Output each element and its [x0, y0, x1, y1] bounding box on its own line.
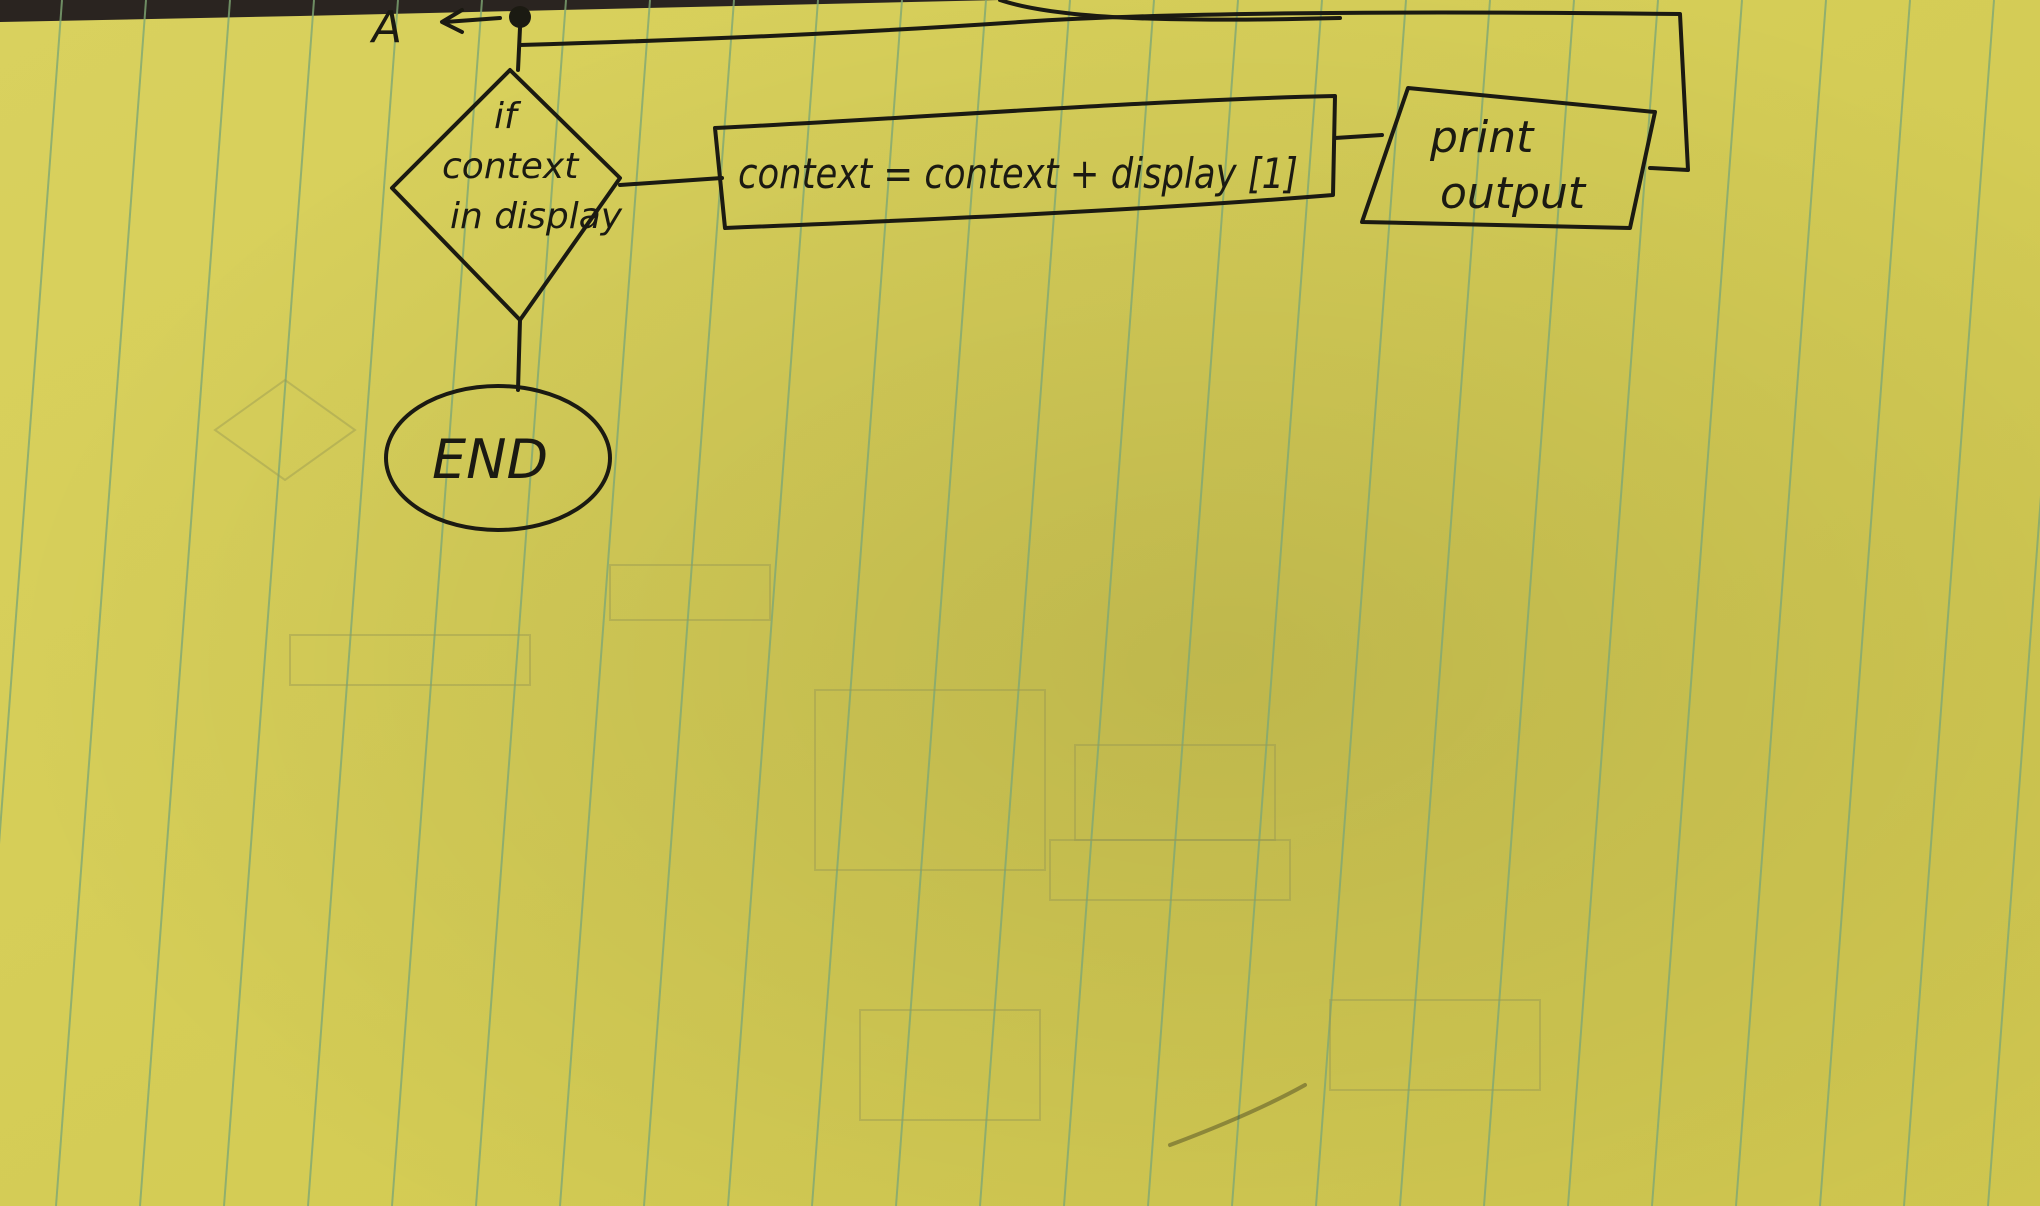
ruled-line	[0, 0, 63, 845]
ruled-line	[1399, 0, 1491, 1206]
bleed-through-sketches	[213, 378, 1541, 1121]
ruled-line	[55, 0, 147, 1206]
io-line-1: print	[1429, 112, 1535, 163]
end-label: END	[432, 428, 548, 491]
ruled-line	[1147, 0, 1239, 1206]
ruled-line	[1987, 495, 2040, 1206]
ruled-line	[307, 0, 399, 1206]
arrow-head-icon	[440, 8, 464, 34]
connector-a: A	[369, 2, 531, 72]
io-line-2: output	[1440, 168, 1587, 219]
decision-line-2: context	[442, 146, 580, 187]
ruled-line	[1735, 0, 1827, 1206]
ruled-line	[223, 0, 315, 1206]
edge-decision-to-process	[618, 176, 724, 187]
decision-line-3: in display	[450, 196, 623, 237]
loop-connector-line	[518, 0, 1690, 172]
ruled-line	[139, 0, 231, 1206]
edge-process-to-io	[1333, 133, 1384, 140]
ruled-line	[1315, 0, 1407, 1206]
ruled-line	[895, 0, 987, 1206]
process-text: context = context + display [1]	[738, 149, 1298, 198]
junction-dot	[509, 6, 531, 28]
ruled-line	[559, 0, 651, 1206]
ruled-line	[1903, 0, 1995, 1206]
end-terminal: END	[384, 384, 612, 532]
ruled-line	[1231, 0, 1323, 1206]
ruled-line	[1063, 0, 1155, 1206]
ruled-line	[1483, 0, 1575, 1206]
arrow-line	[443, 16, 502, 24]
ruled-line	[643, 0, 735, 1206]
process-box: context = context + display [1]	[713, 94, 1337, 230]
connector-label: A	[369, 2, 402, 53]
ruled-line	[979, 0, 1071, 1206]
edge-decision-to-end	[516, 318, 522, 392]
io-parallelogram: print output	[1360, 86, 1657, 230]
ruled-line	[391, 0, 483, 1206]
ruled-line	[1567, 0, 1659, 1206]
stray-pen-mark	[1168, 1083, 1307, 1147]
ruled-line	[1819, 0, 1911, 1206]
ruled-line	[1651, 0, 1743, 1206]
ruled-line	[811, 0, 903, 1206]
ruled-line	[727, 0, 819, 1206]
ruled-line	[475, 0, 567, 1206]
